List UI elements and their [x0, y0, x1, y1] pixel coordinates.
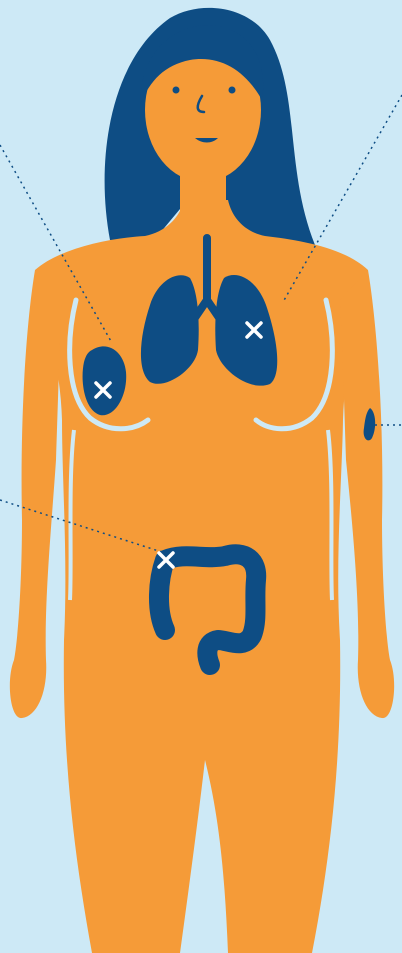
left-eye [173, 87, 180, 94]
right-eye [229, 87, 236, 94]
